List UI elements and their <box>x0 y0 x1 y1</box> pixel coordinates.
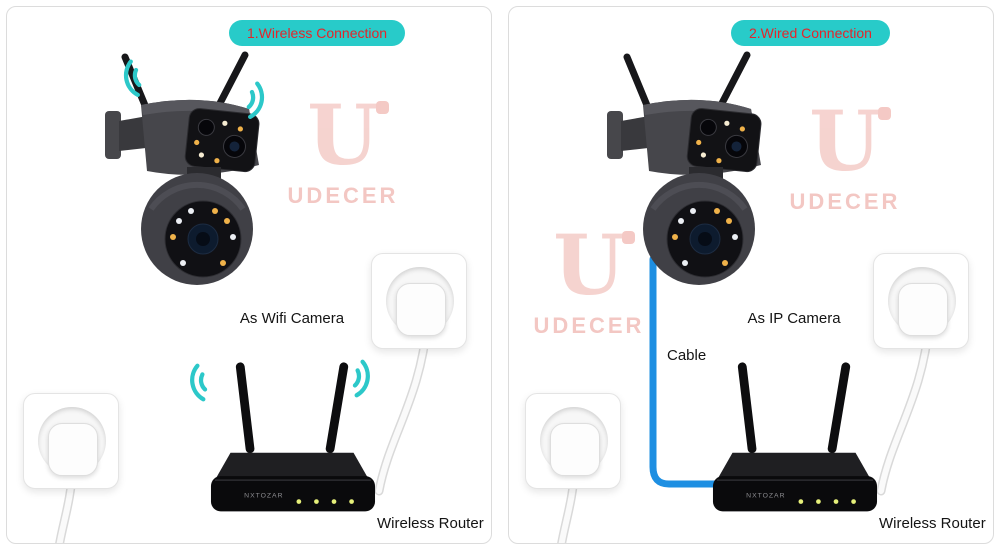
watermark-logo: U <box>529 223 649 309</box>
camera-mode-label: As Wifi Camera <box>239 310 345 327</box>
router-brand-text: NXTOZAR <box>244 493 283 500</box>
wifi-signal-icon <box>246 81 265 119</box>
camera-illustration <box>601 49 781 304</box>
watermark-text: UDECER <box>533 313 645 339</box>
watermark-logo-dot <box>622 231 635 244</box>
watermark-text: UDECER <box>287 183 399 209</box>
outlet-plug <box>898 283 948 336</box>
router-illustration: NXTOZAR <box>707 359 883 530</box>
cable-label: Cable <box>667 347 707 364</box>
power-outlet <box>873 253 969 349</box>
wifi-signal-icon <box>123 59 142 97</box>
watermark: U UDECER <box>785 99 905 215</box>
wifi-signal-icon <box>352 359 370 398</box>
wired-connection-badge: 2.Wired Connection <box>731 20 890 46</box>
power-outlet <box>371 253 467 349</box>
router-brand-text: NXTOZAR <box>746 493 785 500</box>
power-outlet <box>23 393 119 489</box>
outlet-plug <box>48 423 98 476</box>
power-outlet <box>525 393 621 489</box>
camera-mode-label: As IP Camera <box>747 310 841 327</box>
watermark-logo-dot <box>376 101 389 114</box>
watermark-logo-dot <box>878 107 891 120</box>
wifi-signal-icon <box>190 363 208 402</box>
outlet-plug <box>396 283 446 336</box>
watermark-text: UDECER <box>789 189 901 215</box>
outlet-plug <box>550 423 600 476</box>
panel-wired-connection: 2.Wired Connection U UDECER U UDECER <box>508 6 994 544</box>
watermark-logo: U <box>785 99 905 185</box>
router-illustration: NXTOZAR <box>205 359 381 530</box>
panel-wireless-connection: 1.Wireless Connection U UDECER <box>6 6 492 544</box>
watermark: U UDECER <box>529 223 649 339</box>
watermark-logo: U <box>283 93 403 179</box>
wireless-connection-badge: 1.Wireless Connection <box>229 20 406 46</box>
watermark: U UDECER <box>283 93 403 209</box>
router-label: Wireless Router <box>879 515 986 532</box>
router-label: Wireless Router <box>377 515 484 532</box>
